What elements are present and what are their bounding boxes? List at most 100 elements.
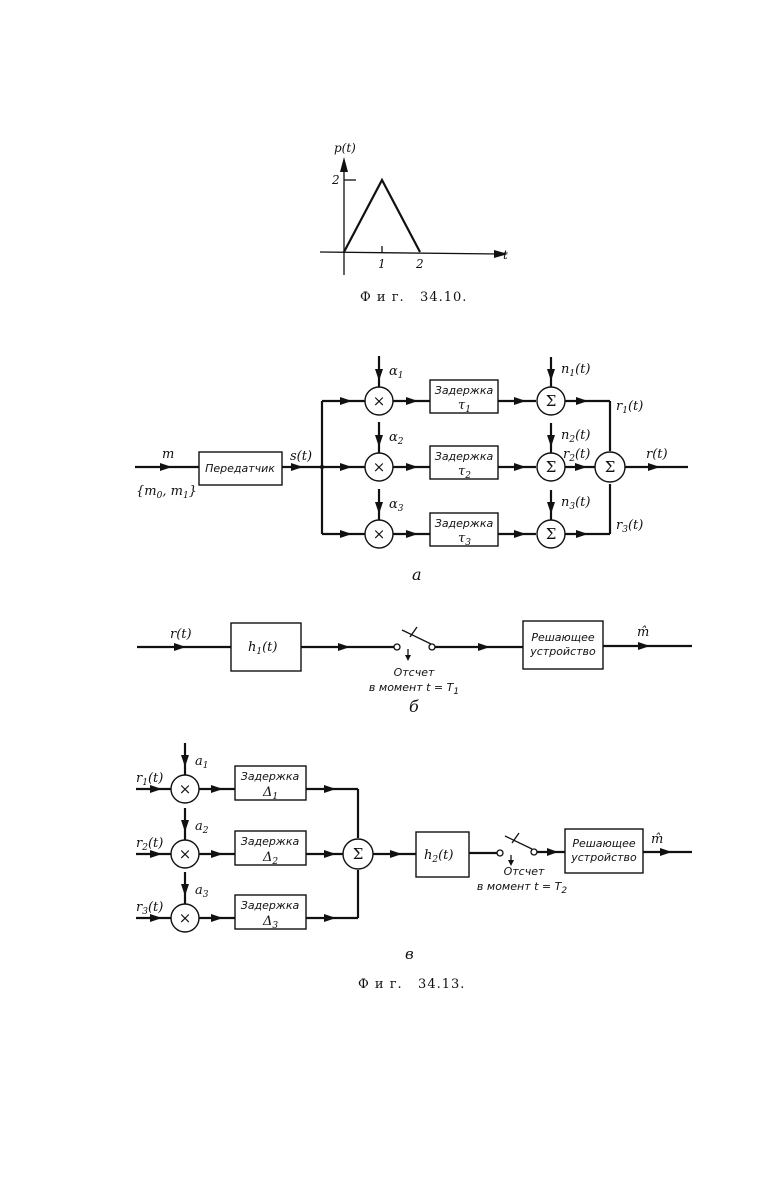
sum-symbol: Σ (546, 458, 557, 476)
sample-label-line1: Отсчет (504, 865, 545, 878)
arrow-icon (660, 848, 672, 856)
switch-contact (428, 643, 436, 651)
input-label-m: m (162, 447, 174, 462)
r-label: r2(t) (563, 447, 590, 464)
gain-label: α3 (389, 497, 404, 514)
down-arrow-icon (375, 502, 383, 514)
r-label: r3(t) (616, 518, 643, 535)
delay-block (234, 830, 307, 866)
arrow-icon (575, 463, 587, 471)
down-arrow-icon (181, 755, 189, 767)
arrow-icon (211, 785, 223, 793)
sampler-switch[interactable] (504, 835, 533, 850)
delay-delta-label: Δ1 (262, 785, 278, 802)
input-set-label: {m0, m1} (136, 484, 197, 501)
decider-label-line2: устройство (529, 645, 596, 658)
multiply-symbol: × (373, 525, 386, 543)
arrow-icon (150, 785, 162, 793)
arrow-icon (514, 530, 526, 538)
delay-delta-label: Δ2 (262, 850, 278, 867)
arrow-icon (638, 642, 650, 650)
arrow-icon (150, 914, 162, 922)
down-arrow-icon (547, 369, 555, 381)
down-arrow-icon (375, 435, 383, 447)
arrow-icon (160, 463, 172, 471)
arrow-icon (514, 397, 526, 405)
delay-delta-label: Δ3 (262, 914, 278, 931)
delay-label: Задержка (435, 517, 494, 530)
diagram-label-c: в (405, 945, 414, 963)
arrow-icon (547, 848, 558, 856)
arrow-icon (174, 643, 186, 651)
diagram-label-b: б (409, 697, 419, 716)
switch-contact (496, 849, 504, 857)
decider-label-line1: Решающее (572, 837, 636, 850)
y-axis-label: p(t) (334, 141, 356, 155)
filter-h2-block (415, 831, 470, 878)
y-tick-label: 2 (331, 173, 340, 187)
delay-block (234, 765, 307, 801)
decision-device-block (564, 828, 644, 874)
down-arrow-icon (375, 369, 383, 381)
decider-label-line2: устройство (570, 851, 637, 864)
arrow-icon (514, 463, 526, 471)
sum-symbol: Σ (353, 845, 364, 863)
gain-label: α1 (389, 364, 404, 381)
multiply-symbol: × (373, 458, 386, 476)
decider-label-line1: Решающее (531, 631, 595, 644)
pulse-series-line (343, 177, 421, 253)
switch-contact (530, 848, 538, 856)
output-label: m̂ (637, 625, 649, 640)
x-axis (319, 251, 501, 255)
arrow-icon (576, 397, 588, 405)
x-axis-arrow-icon (494, 250, 508, 258)
output-label: m̂ (651, 832, 663, 847)
transmitter-block (198, 451, 283, 486)
x-tick-label-1: 1 (378, 257, 386, 271)
x-axis-label: t (503, 248, 508, 262)
down-arrow-icon (405, 655, 411, 661)
filter-h1-label: h1(t) (248, 640, 277, 657)
gain-label: a1 (195, 754, 209, 771)
figure-caption-34-13: Ф и г. 34.13. (358, 977, 465, 992)
switch-handle (409, 626, 418, 638)
sampler-switch[interactable] (401, 629, 432, 645)
sum-symbol: Σ (546, 525, 557, 543)
input-label: r3(t) (136, 900, 163, 917)
delay-block (429, 445, 499, 480)
sum-symbol: Σ (605, 458, 616, 476)
arrow-icon (406, 463, 418, 471)
down-arrow-icon (508, 860, 514, 866)
multiply-symbol: × (179, 909, 192, 927)
arrow-icon (150, 850, 162, 858)
diagram-b: r(t) h1(t) Отсчет в момент t = T1 Решающ… (137, 620, 692, 716)
transmitter-label: Передатчик (205, 462, 275, 475)
arrow-icon (576, 530, 588, 538)
decision-device-block (522, 620, 604, 670)
noise-label: n2(t) (561, 428, 590, 445)
delay-tau-label: τ1 (458, 398, 471, 415)
gain-label: a2 (195, 819, 209, 836)
down-arrow-icon (547, 502, 555, 514)
s-label: s(t) (290, 449, 312, 464)
delay-label: Задержка (241, 899, 300, 912)
arrow-icon (340, 463, 352, 471)
sample-label-line2: в момент t = T1 (369, 681, 459, 697)
arrow-icon (406, 530, 418, 538)
down-arrow-icon (181, 820, 189, 832)
arrow-icon (478, 643, 490, 651)
sum-symbol: Σ (546, 392, 557, 410)
pulse-plot: p(t) t 2 1 2 Ф и г. 34.10. (319, 141, 508, 305)
arrow-icon (340, 397, 352, 405)
delay-tau-label: τ3 (458, 531, 471, 548)
diagram-label-a: а (412, 565, 422, 584)
delay-block (429, 512, 499, 547)
noise-label: n1(t) (561, 362, 590, 379)
gain-label: α2 (389, 430, 404, 447)
